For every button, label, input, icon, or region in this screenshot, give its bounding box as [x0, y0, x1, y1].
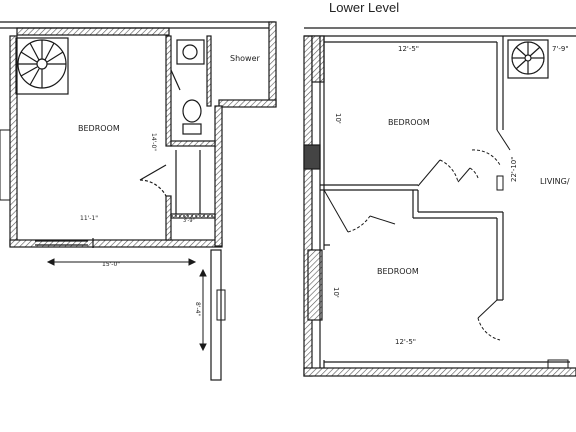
toilet-fixture [182, 99, 202, 135]
stair-dim: 7'-9" [552, 45, 569, 53]
upper-bedroom-depth-dim: 10' [334, 113, 342, 124]
left-plan-labels: BEDROOM Shower 14'-0" 11'-1" 3'-9" 15'-0… [78, 54, 261, 316]
closet-dim: 3'-9" [183, 218, 195, 224]
lower-bedroom-depth-dim: 10' [332, 287, 340, 298]
page-title: Lower Level [329, 0, 400, 15]
left-side-dim: 8'-4" [194, 302, 201, 316]
shower-label: Shower [230, 54, 261, 63]
left-floor-plan [0, 21, 277, 381]
right-door-swings [323, 129, 569, 369]
left-spiral-stair [15, 37, 69, 95]
left-bedroom-door [139, 69, 181, 197]
left-overall-width-dim: 15'-0" [102, 261, 120, 268]
left-interior-walls [165, 35, 216, 241]
right-spiral-stair [507, 39, 549, 79]
right-interior-walls [319, 36, 570, 368]
hall-dim: 22'-10" [510, 157, 518, 182]
right-exterior-wall [303, 27, 576, 377]
lower-bedroom-width-dim: 12'-5" [395, 338, 416, 346]
right-floor-plan [303, 27, 576, 377]
left-bedroom-label: BEDROOM [78, 124, 120, 133]
left-bedroom-depth-dim: 14'-0" [150, 133, 157, 151]
upper-bedroom-label: BEDROOM [388, 118, 430, 127]
left-bedroom-width-dim: 11'-1" [80, 215, 98, 222]
upper-bedroom-width-dim: 12'-5" [398, 45, 419, 53]
left-dimension-lines [0, 129, 226, 352]
lower-bedroom-label: BEDROOM [377, 267, 419, 276]
living-label: LIVING/ [540, 177, 570, 186]
left-exterior-wall [0, 21, 277, 381]
left-bottom-window [35, 238, 94, 248]
right-plan-labels: 12'-5" BEDROOM 10' 7'-9" 22'-10" LIVING/… [332, 45, 570, 346]
sink-fixture [176, 39, 205, 65]
